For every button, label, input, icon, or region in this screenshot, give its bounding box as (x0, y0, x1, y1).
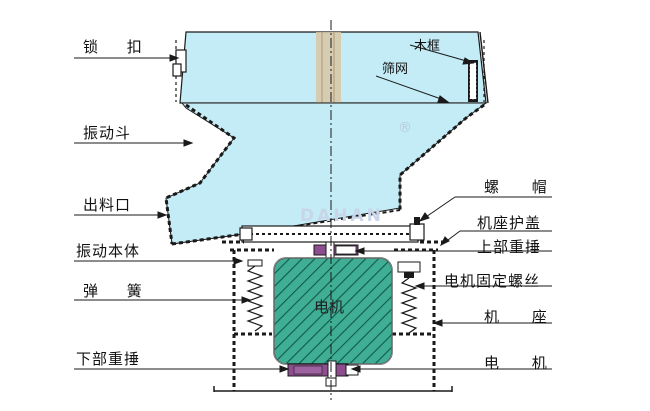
vibration-hopper (164, 102, 488, 246)
label-discharge-outlet: 出料口 (83, 196, 132, 214)
label-vibration-hopper: 振动斗 (83, 124, 132, 142)
motor-body-label: 电机 (314, 298, 345, 316)
lock-buckle-part (172, 49, 187, 77)
spring-left (246, 259, 264, 332)
watermark-text: DAHAN (300, 206, 384, 226)
label-lower-weight: 下部重捶 (76, 350, 141, 368)
label-nut-cap: 螺 帽 (484, 178, 561, 196)
leader-lines-right (350, 44, 552, 373)
spring-right (397, 261, 421, 334)
base-housing (213, 248, 453, 392)
label-lock-buckle: 锁 扣 (83, 38, 154, 56)
label-motor: 电 机 (484, 354, 561, 372)
label-motor-bolt: 电机固定螺丝 (444, 272, 541, 290)
label-wood-frame: 木框 (414, 39, 441, 54)
leader-lines-left (74, 54, 290, 373)
lower-weight-part (287, 360, 359, 380)
screen-mesh-strip (316, 32, 341, 103)
label-upper-weight: 上部重捶 (477, 238, 542, 256)
registered-mark: ® (398, 120, 412, 136)
label-vibration-body: 振动本体 (76, 242, 141, 260)
label-screen-mesh: 筛网 (382, 62, 409, 77)
label-base-cover: 机座护盖 (477, 214, 542, 232)
upper-weight-part (313, 241, 359, 259)
label-spring: 弹 簧 (83, 282, 154, 300)
wood-frame-part (468, 60, 478, 102)
label-base: 机 座 (484, 308, 561, 326)
